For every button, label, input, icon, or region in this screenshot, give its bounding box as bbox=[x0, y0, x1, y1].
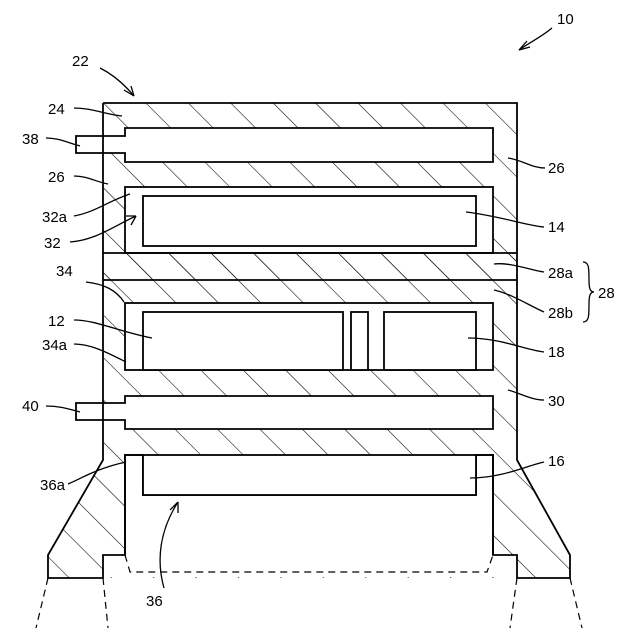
label-26-left: 26 bbox=[48, 169, 65, 186]
label-36: 36 bbox=[146, 593, 163, 610]
lower-extension-dashes bbox=[36, 578, 582, 628]
label-34: 34 bbox=[56, 263, 73, 280]
slot-divider bbox=[351, 312, 368, 370]
label-24: 24 bbox=[48, 101, 65, 118]
component-12 bbox=[143, 312, 343, 370]
label-22: 22 bbox=[72, 53, 89, 70]
channel-40 bbox=[76, 396, 493, 429]
label-12: 12 bbox=[48, 313, 65, 330]
component-14 bbox=[143, 196, 476, 246]
channel-38 bbox=[76, 128, 493, 162]
label-32: 32 bbox=[44, 235, 61, 252]
label-38: 38 bbox=[22, 131, 39, 148]
label-18: 18 bbox=[548, 344, 565, 361]
label-10: 10 bbox=[557, 11, 574, 28]
brace-28 bbox=[583, 262, 594, 322]
component-18 bbox=[384, 312, 476, 370]
component-16 bbox=[143, 455, 476, 495]
label-28a: 28a bbox=[548, 265, 574, 282]
label-16: 16 bbox=[548, 453, 565, 470]
label-28b: 28b bbox=[548, 305, 573, 322]
label-40: 40 bbox=[22, 398, 39, 415]
label-34a: 34a bbox=[42, 337, 68, 354]
label-14: 14 bbox=[548, 219, 565, 236]
label-30: 30 bbox=[548, 393, 565, 410]
label-26-right: 26 bbox=[548, 160, 565, 177]
label-36a: 36a bbox=[40, 477, 66, 494]
label-32a: 32a bbox=[42, 209, 68, 226]
label-28: 28 bbox=[598, 285, 615, 302]
cavities bbox=[76, 128, 517, 560]
